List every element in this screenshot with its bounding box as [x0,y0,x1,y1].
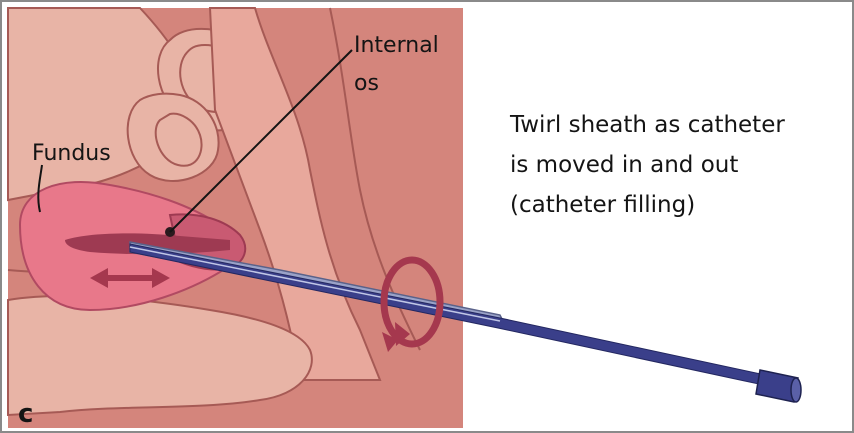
caption-line1: Twirl sheath as catheter [509,112,785,138]
caption-line3: (catheter filling) [510,192,695,218]
internal-os-label-line2: os [354,71,379,96]
panel-letter: c [18,399,33,429]
fundus-label: Fundus [32,141,111,166]
caption-line2: is moved in and out [510,152,738,178]
internal-os-label-line1: Internal [354,33,439,58]
